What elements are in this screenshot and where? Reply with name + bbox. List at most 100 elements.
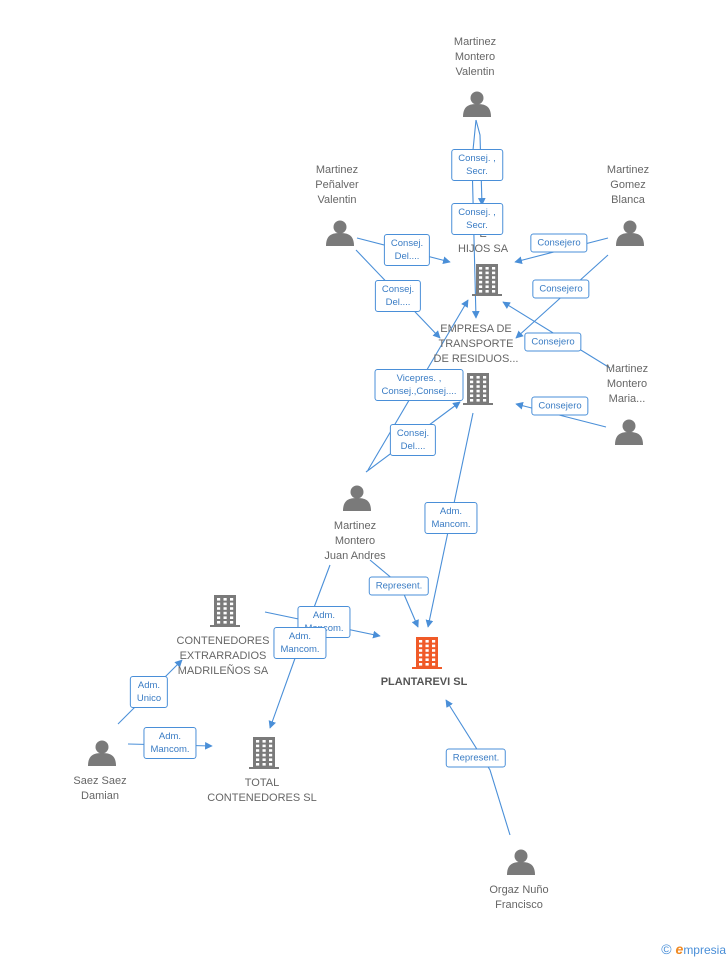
- relationship-label-line: Consejero: [539, 283, 583, 295]
- node-label-line: Juan Andres: [324, 550, 386, 562]
- node-label-line: EXTRARRADIOS: [179, 650, 267, 662]
- relationship-label-line: Adm.: [288, 631, 312, 642]
- relationship-label-line: Secr.: [466, 220, 488, 231]
- edge-line-e1: [475, 119, 486, 206]
- relationship-label-line: Secr.: [466, 166, 488, 177]
- node-label-line: Maria...: [608, 393, 646, 405]
- node-label-line: Valentin: [317, 194, 357, 206]
- relationship-label-line: Del....: [400, 441, 426, 452]
- person-icon[interactable]: [615, 419, 643, 446]
- relationship-label-line: Mancom.: [280, 644, 320, 655]
- building-icon[interactable]: [249, 737, 279, 769]
- node-label-line: PLANTAREVI SL: [380, 676, 468, 688]
- relationship-label-line: Represent.: [452, 752, 500, 764]
- node-label-line: CONTENEDORES: [176, 635, 270, 647]
- person-icon[interactable]: [616, 220, 644, 247]
- node-label-line: Peñalver: [315, 179, 359, 191]
- node-label-line: Saez Saez: [73, 775, 127, 787]
- relationship-label-line: Consej. ,: [458, 153, 496, 164]
- person-icon[interactable]: [343, 485, 371, 512]
- copyright-icon: ©: [661, 941, 672, 957]
- relationship-label-e7[interactable]: Consejero: [524, 332, 582, 352]
- node-label-line: Valentin: [455, 66, 495, 78]
- node-label-line: TRANSPORTE: [438, 338, 514, 350]
- relationship-label-e16[interactable]: Adm. Mancom.: [143, 727, 197, 759]
- relationship-label-e6[interactable]: Consejero: [532, 279, 590, 299]
- node-label-line: Martinez: [605, 363, 649, 375]
- building-icon[interactable]: [472, 264, 502, 296]
- person-icon[interactable]: [463, 91, 491, 118]
- relationship-label-line: Mancom.: [431, 519, 471, 530]
- relationship-label-e14[interactable]: Adm. Mancom.: [273, 627, 327, 659]
- company-name-plantarevi[interactable]: PLANTAREVI SL: [381, 675, 468, 690]
- brand-watermark: © empresia: [661, 941, 726, 957]
- edge-line-e17: [445, 699, 511, 836]
- relationship-label-e15[interactable]: Adm.Unico: [129, 676, 169, 708]
- relationship-label-line: Consej.,Consej....: [381, 386, 457, 397]
- relationship-label-e5[interactable]: Consejero: [530, 233, 588, 253]
- brand-name: mpresia: [683, 943, 726, 957]
- relationship-label-e4[interactable]: Consej. Del....: [374, 280, 422, 312]
- company-name-etr[interactable]: EMPRESA DE TRANSPORTE DE RESIDUOS...: [434, 322, 519, 367]
- relationship-label-line: Consej.: [381, 284, 415, 295]
- relationship-label-line: Represent.: [375, 580, 423, 592]
- relationship-label-line: Adm.: [137, 680, 161, 691]
- brand-initial: e: [675, 941, 684, 957]
- relationship-label-line: Vicepres. ,: [396, 373, 442, 384]
- node-label-line: Gomez: [610, 179, 646, 191]
- relationship-label-e17[interactable]: Represent.: [445, 748, 507, 768]
- node-label-line: EMPRESA DE: [440, 323, 512, 335]
- node-label-line: TOTAL: [244, 777, 280, 789]
- node-label-line: MADRILEÑOS SA: [177, 665, 269, 677]
- company-name-tc[interactable]: TOTAL CONTENEDORES SL: [207, 776, 316, 806]
- node-label-line: CONTENEDORES SL: [207, 792, 317, 804]
- relationship-label-line: Consej.: [396, 428, 430, 439]
- relationship-label-e1[interactable]: Consej. , Secr.: [451, 149, 503, 181]
- relationship-label-line: Consej.: [390, 238, 424, 249]
- node-label-line: Montero: [606, 378, 648, 390]
- node-label-line: Martinez: [333, 520, 377, 532]
- relationship-label-line: Consejero: [538, 400, 582, 412]
- node-label-line: Martinez: [453, 36, 497, 48]
- relationship-label-line: Consejero: [531, 336, 575, 348]
- company-name-cem[interactable]: CONTENEDORES EXTRARRADIOS MADRILEÑOS SA: [177, 634, 270, 679]
- building-icon[interactable]: [210, 595, 240, 627]
- relationship-label-line: Adm.: [312, 610, 336, 621]
- relationship-label-e8[interactable]: Consejero: [531, 396, 589, 416]
- node-label-line: HIJOS SA: [457, 243, 509, 255]
- person-icon[interactable]: [88, 740, 116, 767]
- relationship-label-e10[interactable]: Consej. Del....: [389, 424, 437, 456]
- relationship-label-line: Del....: [385, 297, 411, 308]
- node-label-line: DE RESIDUOS...: [433, 353, 519, 365]
- node-label-line: Martinez: [315, 164, 359, 176]
- relationship-label-e9[interactable]: Vicepres. , Consej.,Consej....: [374, 369, 464, 401]
- node-label-line: Martinez: [606, 164, 650, 176]
- node-label-line: Montero: [454, 51, 496, 63]
- relationship-label-line: Adm.: [439, 506, 463, 517]
- relationship-label-e2[interactable]: Consej. , Secr.: [451, 203, 503, 235]
- building-icon[interactable]: [463, 373, 493, 405]
- relationship-label-line: Del....: [394, 251, 420, 262]
- person-icon[interactable]: [507, 849, 535, 876]
- node-label-line: Orgaz Nuño: [489, 884, 549, 896]
- relationship-label-e12[interactable]: Represent.: [368, 576, 430, 596]
- relationship-label-e11[interactable]: Adm. Mancom.: [424, 502, 478, 534]
- node-label-line: Montero: [334, 535, 376, 547]
- person-icon[interactable]: [326, 220, 354, 247]
- node-label-line: Blanca: [611, 194, 645, 206]
- edge-line-e8: [515, 401, 607, 428]
- main-company-building-icon[interactable]: [412, 637, 442, 669]
- relationship-label-line: Consej. ,: [458, 207, 496, 218]
- relationship-label-line: Mancom.: [150, 744, 190, 755]
- relationship-label-e3[interactable]: Consej. Del....: [383, 234, 431, 266]
- relationship-label-line: Adm.: [158, 731, 182, 742]
- node-label-line: Francisco: [495, 899, 543, 911]
